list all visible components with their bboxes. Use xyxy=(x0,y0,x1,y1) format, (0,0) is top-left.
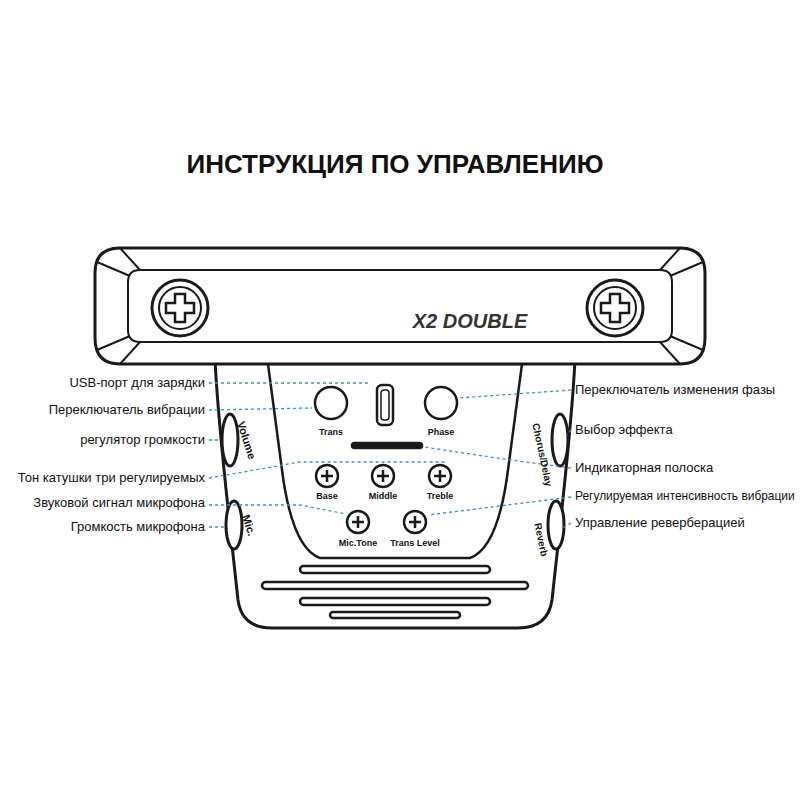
control-name: Trans xyxy=(319,427,343,437)
control-name: Trans Level xyxy=(390,538,440,548)
callout-label: Регулируемая интенсивность вибрации xyxy=(575,490,795,504)
control-name: Treble xyxy=(427,491,454,501)
usb-port xyxy=(377,385,393,425)
pickup-body xyxy=(215,360,575,628)
callout-label: Выбор эффекта xyxy=(575,423,673,438)
grille xyxy=(262,566,528,618)
volume-wheel xyxy=(222,414,238,466)
callout-label: Переключатель изменения фазы xyxy=(575,383,775,398)
callout-label: Переключатель вибрации xyxy=(49,403,205,418)
callout-label: Управление реверберацией xyxy=(575,516,745,531)
reverb-wheel xyxy=(548,501,564,549)
trans-switch xyxy=(315,387,347,419)
callout-label: Звуковой сигнал микрофона xyxy=(33,496,205,511)
pickup-bar-bevel xyxy=(128,270,672,342)
control-name: Phase xyxy=(428,427,455,437)
pickup-bar xyxy=(95,248,705,364)
screw xyxy=(152,280,643,336)
callout-label: Громкость микрофона xyxy=(71,520,205,535)
brand-logo: X2 DOUBLE xyxy=(413,310,527,333)
page-title: ИНСТРУКЦИЯ ПО УПРАВЛЕНИЮ xyxy=(187,150,604,180)
callout-label: регулятор громкости xyxy=(80,433,205,448)
control-name: Base xyxy=(316,491,338,501)
control-name: Middle xyxy=(369,491,398,501)
effect-wheel xyxy=(552,414,568,466)
callout-label: USB-порт для зарядки xyxy=(69,376,205,391)
phase-switch xyxy=(425,387,457,419)
callout-label: Тон катушки три регулируемых xyxy=(18,471,205,486)
control-panel xyxy=(268,364,522,558)
callout-label: Индикаторная полоска xyxy=(575,461,713,476)
mic-wheel xyxy=(226,501,242,549)
leader-line xyxy=(209,383,571,528)
control-name: Mic.Tone xyxy=(339,538,377,548)
indicator-bar xyxy=(352,443,422,448)
